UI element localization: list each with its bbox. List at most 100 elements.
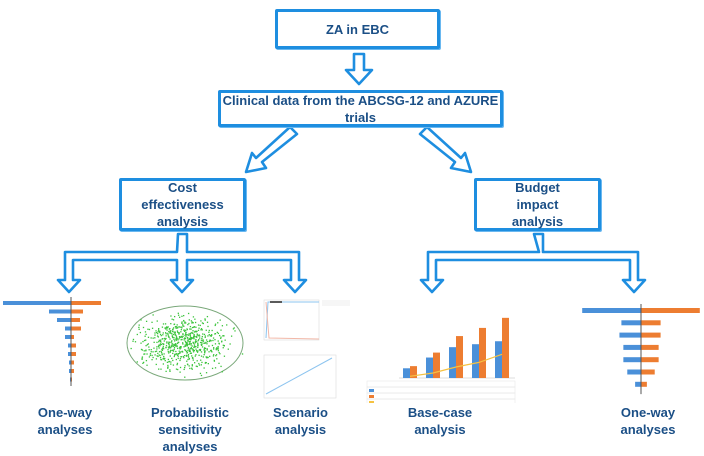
scatter-point: [192, 337, 195, 339]
scatter-point: [172, 333, 175, 336]
scatter-point: [196, 335, 198, 338]
scatter-point: [161, 354, 163, 356]
scatter-point: [196, 333, 198, 335]
scatter-point: [216, 347, 218, 349]
scatter-point: [162, 342, 164, 345]
scatter-point: [195, 326, 197, 328]
scatter-point: [166, 361, 169, 363]
scatter-point: [153, 347, 155, 349]
scatter-point: [203, 348, 206, 350]
scatter-point: [188, 333, 190, 335]
scatter-point: [140, 319, 142, 321]
scatter-point: [158, 347, 160, 349]
scatter-point: [174, 334, 176, 336]
scatter-point: [175, 338, 177, 340]
scatter-point: [191, 321, 193, 323]
scatter-point: [187, 350, 189, 352]
scatter-point: [162, 363, 165, 365]
scenario-line-b: [265, 301, 320, 340]
scatter-point: [216, 331, 218, 334]
label-cea-oneway: One-way analyses: [37, 405, 93, 437]
scatter-point: [161, 326, 164, 328]
scatter-point: [195, 340, 197, 342]
scatter-point: [156, 346, 158, 348]
scatter-point: [185, 330, 187, 332]
scatter-point: [169, 370, 171, 373]
tornado-bar-high: [641, 344, 659, 350]
node-cea: Cost effectiveness analysis: [119, 178, 246, 231]
scatter-point: [181, 327, 183, 329]
scatter-point: [212, 337, 215, 339]
scatter-point: [175, 358, 178, 361]
scatter-point: [169, 369, 171, 371]
scatter-point: [154, 350, 157, 353]
scatter-point: [168, 336, 170, 339]
scatter-point: [157, 352, 159, 355]
scatter-point: [168, 341, 170, 343]
scatter-point: [161, 348, 163, 351]
confidence-ellipse: [126, 305, 244, 381]
scatter-point: [213, 347, 215, 349]
scatter-point: [192, 322, 194, 324]
scatter-point: [201, 322, 204, 324]
scatter-point: [162, 334, 164, 336]
scatter-point: [223, 344, 225, 347]
scatter-point: [192, 359, 194, 361]
scatter-point: [172, 330, 174, 333]
scatter-point: [223, 355, 226, 357]
scatter-point: [202, 339, 204, 341]
scatter-point: [200, 355, 203, 357]
bia-branch-arrows: [419, 232, 647, 294]
scatter-point: [151, 321, 153, 323]
scatter-point: [193, 349, 196, 352]
basecase-table-row: [366, 386, 516, 394]
scatter-point: [172, 350, 175, 352]
scatter-point: [183, 368, 185, 371]
scatter-point: [189, 350, 192, 352]
scatter-point: [159, 343, 162, 345]
tornado-bar-low: [621, 320, 641, 326]
scatter-point: [193, 331, 196, 333]
scatter-point: [172, 319, 175, 321]
scatter-point: [208, 340, 211, 343]
scatter-point: [198, 338, 200, 341]
scatter-point: [171, 340, 173, 342]
scatter-point: [158, 368, 160, 370]
scatter-point: [180, 346, 182, 348]
tornado-bar-low: [623, 344, 641, 350]
scatter-point: [167, 346, 170, 348]
scatter-point: [175, 353, 177, 355]
scatter-point: [185, 350, 188, 353]
scatter-point: [177, 312, 179, 314]
scatter-point: [164, 357, 166, 360]
scatter-point: [158, 351, 161, 353]
scatter-point: [172, 364, 175, 366]
scatter-point: [167, 358, 170, 361]
scatter-point: [171, 344, 173, 346]
scatter-point: [168, 360, 171, 363]
scatter-point: [190, 344, 192, 346]
scatter-point: [158, 330, 160, 332]
scatter-point: [132, 338, 135, 341]
scatter-point: [204, 350, 206, 352]
scatter-point: [187, 353, 190, 356]
scatter-point: [221, 371, 223, 373]
scatter-point: [164, 359, 166, 362]
scatter-point: [191, 337, 194, 339]
scatter-point: [176, 324, 178, 326]
scatter-point: [205, 356, 207, 358]
scatter-point: [142, 361, 145, 364]
scatter-point: [173, 355, 175, 358]
scatter-point: [197, 342, 199, 344]
scatter-point: [174, 331, 176, 333]
scatter-point: [179, 359, 181, 362]
scatter-point: [226, 324, 228, 326]
scatter-point: [214, 333, 217, 335]
scatter-point: [196, 351, 199, 353]
scatter-point: [179, 352, 181, 354]
scatter-point: [186, 345, 189, 347]
scatter-point: [169, 338, 171, 340]
scatter-point: [160, 341, 162, 343]
scatter-point: [188, 350, 191, 353]
tornado-bar-low: [69, 369, 71, 373]
